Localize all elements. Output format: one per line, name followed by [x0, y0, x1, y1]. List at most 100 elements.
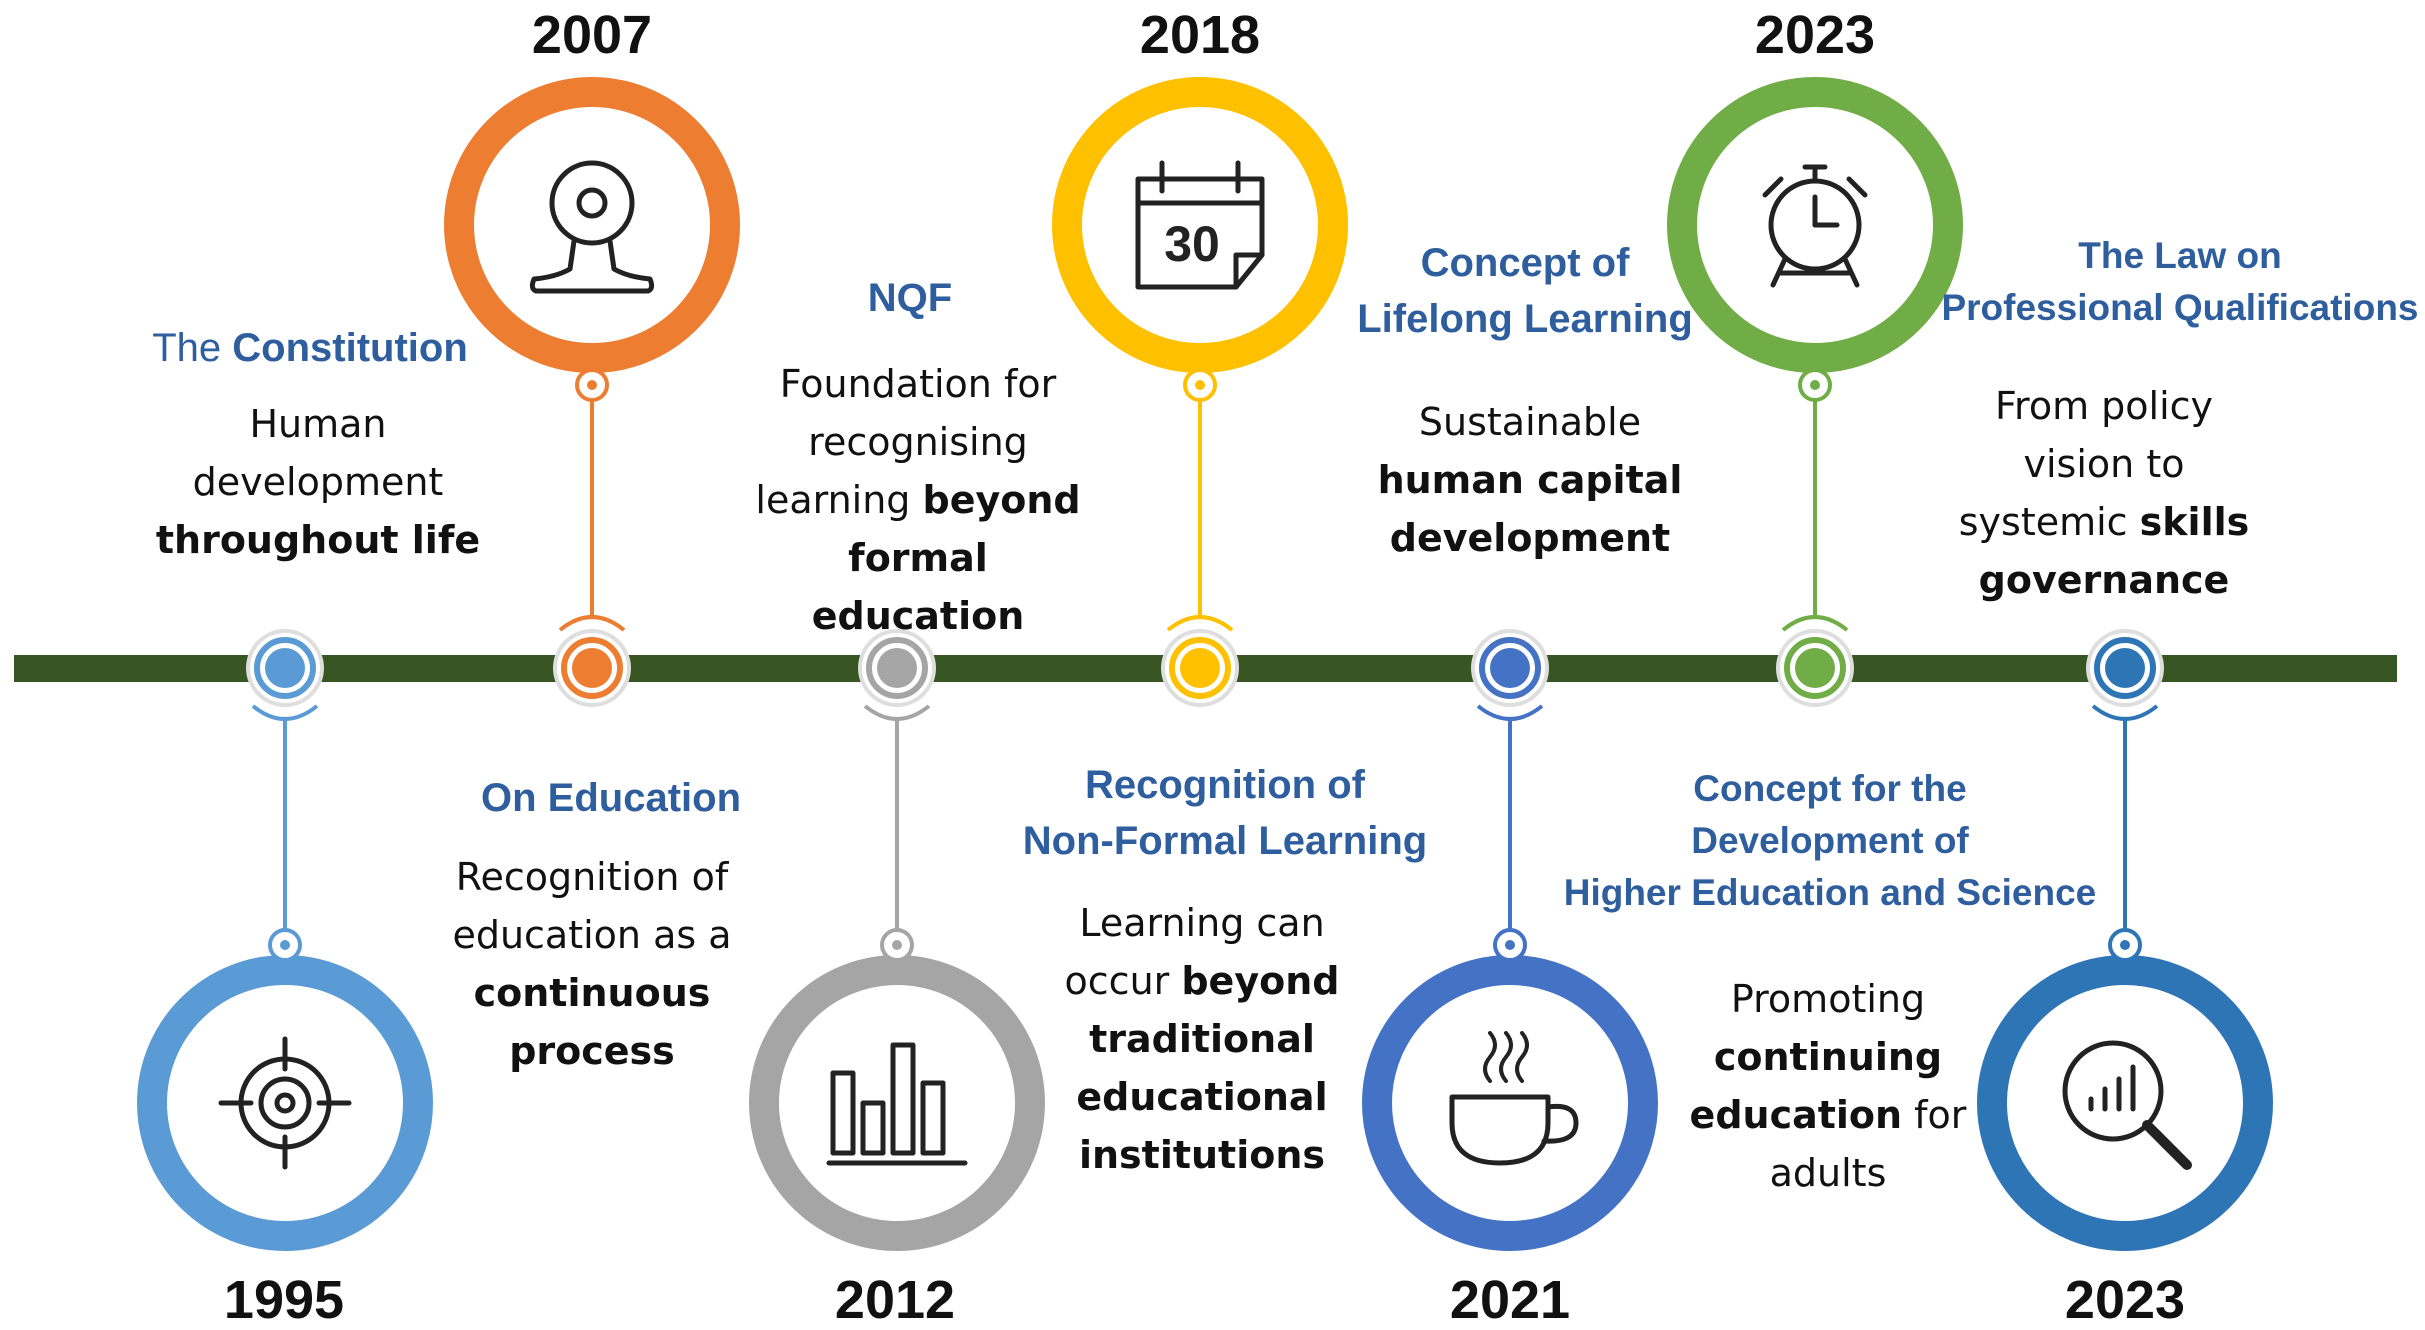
event-desc-line: education for: [1618, 1086, 2038, 1144]
year-label-2012: 2012: [834, 1270, 956, 1330]
event-title-line: Higher Education and Science: [1563, 872, 2097, 913]
event-desc-line: learning beyond: [708, 471, 1128, 529]
event-ring-inner: [2010, 988, 2240, 1218]
event-desc-1995: Human development throughout life: [108, 395, 528, 569]
timeline-node-arc: [558, 615, 626, 632]
connector-node-dot: [280, 940, 290, 950]
event-title-line: Professional Qualifications: [1941, 287, 2419, 328]
event-desc-segment: learning: [755, 478, 923, 522]
target-icon: [218, 1036, 352, 1170]
event-ring: [1667, 77, 1963, 373]
event-title-line: Lifelong Learning: [1357, 297, 1693, 341]
event-desc-line: traditional: [1089, 1017, 1315, 1061]
event-2018-marker: 30: [1052, 77, 1348, 707]
event-title-2023-law: The Law on Professional Qualifications: [1900, 230, 2425, 334]
event-desc-line: process: [509, 1029, 675, 1073]
event-title-line: Recognition of: [1085, 763, 1365, 807]
event-desc-line: governance: [1978, 558, 2230, 602]
calendar-icon: 30: [1135, 160, 1265, 290]
year-label-2023-concept: 2023: [1754, 5, 1876, 65]
calendar-day-label: 30: [1164, 216, 1220, 272]
year-label-2023-law: 2023: [2064, 1270, 2186, 1330]
timeline-node-dot: [877, 648, 917, 688]
timeline-node-arc: [1476, 704, 1544, 721]
timeline-node-arc: [1781, 615, 1849, 632]
event-2023-marker: [1977, 629, 2273, 1251]
event-ring: [444, 77, 740, 373]
event-ring: [1977, 955, 2273, 1251]
event-desc-line: development: [192, 460, 444, 504]
event-ring-inner: [1085, 110, 1315, 340]
event-desc-line: institutions: [1078, 1133, 1326, 1177]
timeline-node-dot: [1490, 648, 1530, 688]
event-1995-marker: [137, 629, 433, 1251]
event-desc-line: vision to: [2023, 442, 2185, 486]
year-label-1995: 1995: [223, 1270, 345, 1330]
event-desc-segment: for: [1902, 1093, 1967, 1137]
event-desc-segment: education: [1689, 1093, 1903, 1137]
event-desc-line: education: [811, 594, 1025, 638]
event-desc-line: continuous: [473, 971, 711, 1015]
event-title-2007: On Education: [331, 770, 891, 826]
event-ring: [749, 955, 1045, 1251]
event-title-prefix: The: [152, 326, 233, 370]
connector-node-dot: [2120, 940, 2130, 950]
webcam-icon: [529, 160, 655, 294]
event-desc-line: throughout life: [155, 518, 481, 562]
timeline-node-arc: [2091, 704, 2159, 721]
event-desc-line: development: [1389, 516, 1671, 560]
year-label-2018: 2018: [1139, 5, 1261, 65]
event-desc-line: adults: [1769, 1151, 1887, 1195]
event-desc-line: formal: [848, 536, 988, 580]
timeline-node-arc: [1166, 615, 1234, 632]
timeline-node-arc: [251, 704, 319, 721]
event-desc-line: Human: [249, 402, 387, 446]
event-ring-inner: [1395, 988, 1625, 1218]
event-title-line: The Law on: [2078, 235, 2282, 276]
event-title-line: Concept of: [1420, 241, 1630, 285]
event-desc-line: Learning can: [1079, 901, 1325, 945]
event-title-2012: NQF: [630, 270, 1190, 326]
event-2007-marker: [444, 77, 740, 707]
timeline-node-dot: [265, 648, 305, 688]
event-desc-segment: beyond: [922, 478, 1081, 522]
magnifier-chart-icon: [2062, 1040, 2192, 1170]
timeline-node-arc: [863, 704, 931, 721]
event-ring: [1362, 955, 1658, 1251]
event-desc-line: continuing: [1713, 1035, 1943, 1079]
event-desc-2021: Sustainable human capital development: [1320, 393, 1740, 567]
event-title-2018: Recognition of Non-Formal Learning: [945, 757, 1505, 869]
year-label-2007: 2007: [531, 5, 653, 65]
event-desc-line: occur beyond: [992, 952, 1412, 1010]
connector-node-dot: [587, 380, 597, 390]
event-title-bold: Constitution: [232, 326, 468, 370]
event-ring: [137, 955, 433, 1251]
timeline-node-dot: [1180, 648, 1220, 688]
event-title-line: Development of: [1691, 820, 1969, 861]
event-desc-line: educational: [1076, 1075, 1328, 1119]
event-desc-2018: Learning can occur beyond traditional educa…: [992, 894, 1412, 1184]
event-title-line: Concept for the: [1693, 768, 1967, 809]
year-label-2021: 2021: [1449, 1270, 1571, 1330]
event-desc-line: Sustainable: [1418, 400, 1642, 444]
event-desc-line: From policy: [1994, 384, 2214, 428]
event-title-2021: Concept of Lifelong Learning: [1245, 235, 1805, 347]
connector-node-dot: [1505, 940, 1515, 950]
event-2023-marker: [1667, 77, 1963, 707]
event-title-line: Non-Formal Learning: [1022, 819, 1428, 863]
connector-node-dot: [1195, 380, 1205, 390]
timeline-node-dot: [1795, 648, 1835, 688]
event-title-line: On Education: [481, 776, 741, 820]
event-desc-segment: skills: [2139, 500, 2250, 544]
event-title-line: NQF: [867, 276, 953, 320]
event-desc-line: human capital: [1377, 458, 1683, 502]
alarm-clock-icon: [1762, 164, 1868, 288]
connector-node-dot: [892, 940, 902, 950]
event-desc-line: systemic skills: [1894, 493, 2314, 551]
event-desc-line: Foundation for: [779, 362, 1057, 406]
coffee-cup-icon: [1449, 1031, 1579, 1166]
